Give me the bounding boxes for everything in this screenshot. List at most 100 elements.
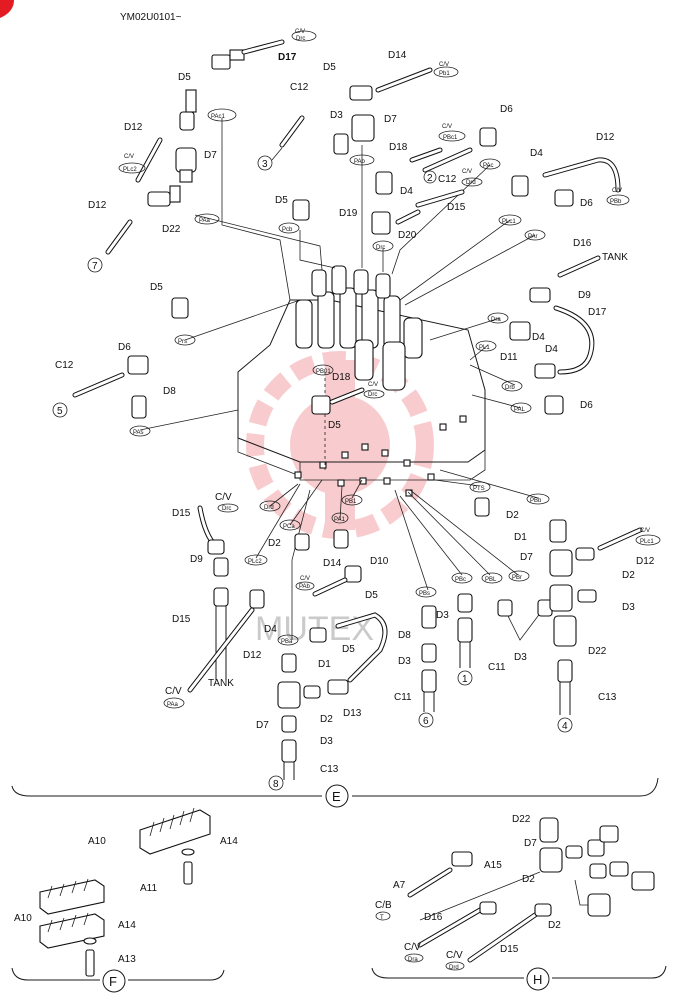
label-d3-1: D3 <box>330 110 343 121</box>
label-d8-2: D8 <box>398 630 411 641</box>
tag-plc1-lower <box>635 534 661 546</box>
tag-dra-h <box>404 953 424 963</box>
tag-pb1-lower <box>341 494 363 506</box>
tag-pab <box>349 154 375 166</box>
svg-text:Drd: Drd <box>264 505 274 511</box>
label-d10: D10 <box>370 556 389 567</box>
tag-pb01 <box>312 364 334 376</box>
svg-text:PLc2: PLc2 <box>123 167 137 173</box>
svg-text:T: T <box>380 915 384 921</box>
label-d3-2: D3 <box>398 656 411 667</box>
callout-5 <box>52 402 68 418</box>
svg-text:Drd: Drd <box>449 965 459 971</box>
label-a13: A13 <box>118 954 136 965</box>
tag-pts <box>469 481 491 493</box>
tag-drc-mid <box>372 240 394 252</box>
label-d4-4: D4 <box>545 344 558 355</box>
svg-text:C/V: C/V <box>165 686 182 697</box>
svg-text:Prs: Prs <box>178 339 187 345</box>
label-d20: D20 <box>398 230 417 241</box>
label-d7-4: D7 <box>256 720 269 731</box>
svg-text:C/B: C/B <box>375 900 392 911</box>
label-d5-2: D5 <box>323 62 336 73</box>
label-d15-3: D15 <box>172 614 191 625</box>
label-c11-2: C11 <box>488 662 506 673</box>
svg-text:PB1: PB1 <box>345 499 357 505</box>
svg-text:7: 7 <box>92 261 98 272</box>
tag-cv-pb1 <box>433 66 459 78</box>
callout-1 <box>457 670 473 686</box>
label-a7: A7 <box>393 880 406 891</box>
callout-4 <box>557 717 573 733</box>
svg-text:C/V: C/V <box>215 492 232 503</box>
svg-text:Drc: Drc <box>368 392 377 398</box>
svg-text:PCa: PCa <box>283 524 295 530</box>
label-d5-6: D5 <box>365 590 378 601</box>
label-d12-5: D12 <box>636 556 655 567</box>
label-d15-4: D15 <box>500 944 519 955</box>
label-d3-4: D3 <box>514 652 527 663</box>
tag-pcb <box>278 222 300 234</box>
svg-text:Dra: Dra <box>491 317 501 323</box>
label-d1-2: D1 <box>318 659 331 670</box>
tag-paa <box>194 213 220 225</box>
tag-pbr <box>508 570 530 582</box>
svg-text:PLc1: PLc1 <box>640 539 654 545</box>
label-d18-2: D18 <box>332 372 351 383</box>
label-c13-1: C13 <box>598 692 617 703</box>
svg-text:PL1: PL1 <box>479 345 490 351</box>
section-e-label: E <box>332 789 341 804</box>
svg-text:C/V: C/V <box>462 169 472 175</box>
label-d2-2: D2 <box>506 510 519 521</box>
tag-drc-center <box>363 389 385 399</box>
svg-text:PAr: PAr <box>528 234 538 240</box>
tag-pa1 <box>331 512 349 524</box>
svg-text:Drd: Drd <box>466 180 476 186</box>
label-d17: D17 <box>278 52 297 63</box>
label-d15-1: D15 <box>447 202 466 213</box>
label-a14-1: A14 <box>220 836 238 847</box>
svg-text:PAs: PAs <box>133 430 144 436</box>
label-c11-1: C11 <box>394 692 412 703</box>
svg-text:PBb: PBb <box>530 498 542 504</box>
tag-pbb-top <box>606 194 630 206</box>
label-d11: D11 <box>500 352 518 363</box>
label-c12-3: C12 <box>55 360 74 371</box>
tag-pl1 <box>475 340 497 352</box>
label-d6-2: D6 <box>580 198 593 209</box>
callout-7 <box>87 257 103 273</box>
label-d12-1: D12 <box>124 122 143 133</box>
label-d3-5: D3 <box>622 602 635 613</box>
tag-drd-lower <box>259 500 281 512</box>
svg-text:C/V: C/V <box>368 382 378 388</box>
section-f-parts: A10 A14 A11 A10 A14 A13 <box>14 807 238 977</box>
tag-pas <box>129 425 151 437</box>
tag-pac1 <box>207 108 237 122</box>
label-tank-2: TANK <box>208 678 234 689</box>
label-d12-2: D12 <box>88 200 107 211</box>
lower-fittings: C/V Drc D15 Drd PCa D2 PLc2 D9 D15 D4 D1… <box>163 481 661 791</box>
label-d19: D19 <box>339 208 358 219</box>
svg-text:PAc1: PAc1 <box>211 114 226 120</box>
label-d6-1: D6 <box>500 104 513 115</box>
label-d22-3: D22 <box>512 814 531 825</box>
svg-text:Drb: Drb <box>505 385 515 391</box>
label-d9-2: D9 <box>190 554 203 565</box>
svg-text:2: 2 <box>427 173 433 184</box>
section-f-label: F <box>109 974 117 989</box>
tag-drb <box>501 380 523 392</box>
label-d17-2: D17 <box>588 307 607 318</box>
tag-pac <box>479 158 501 170</box>
label-tank-1: TANK <box>602 252 628 263</box>
document-code: YM02U0101~ <box>120 12 182 23</box>
svg-text:C/V: C/V <box>295 29 305 35</box>
tag-pbl <box>481 572 503 584</box>
label-d1-1: D1 <box>514 532 527 543</box>
svg-text:PBL: PBL <box>485 577 497 583</box>
label-d9-1: D9 <box>578 290 591 301</box>
label-d6-3: D6 <box>580 400 593 411</box>
svg-text:PAc: PAc <box>483 163 494 169</box>
tag-cv-drc-top <box>291 30 317 42</box>
svg-text:PAL: PAL <box>514 407 526 413</box>
